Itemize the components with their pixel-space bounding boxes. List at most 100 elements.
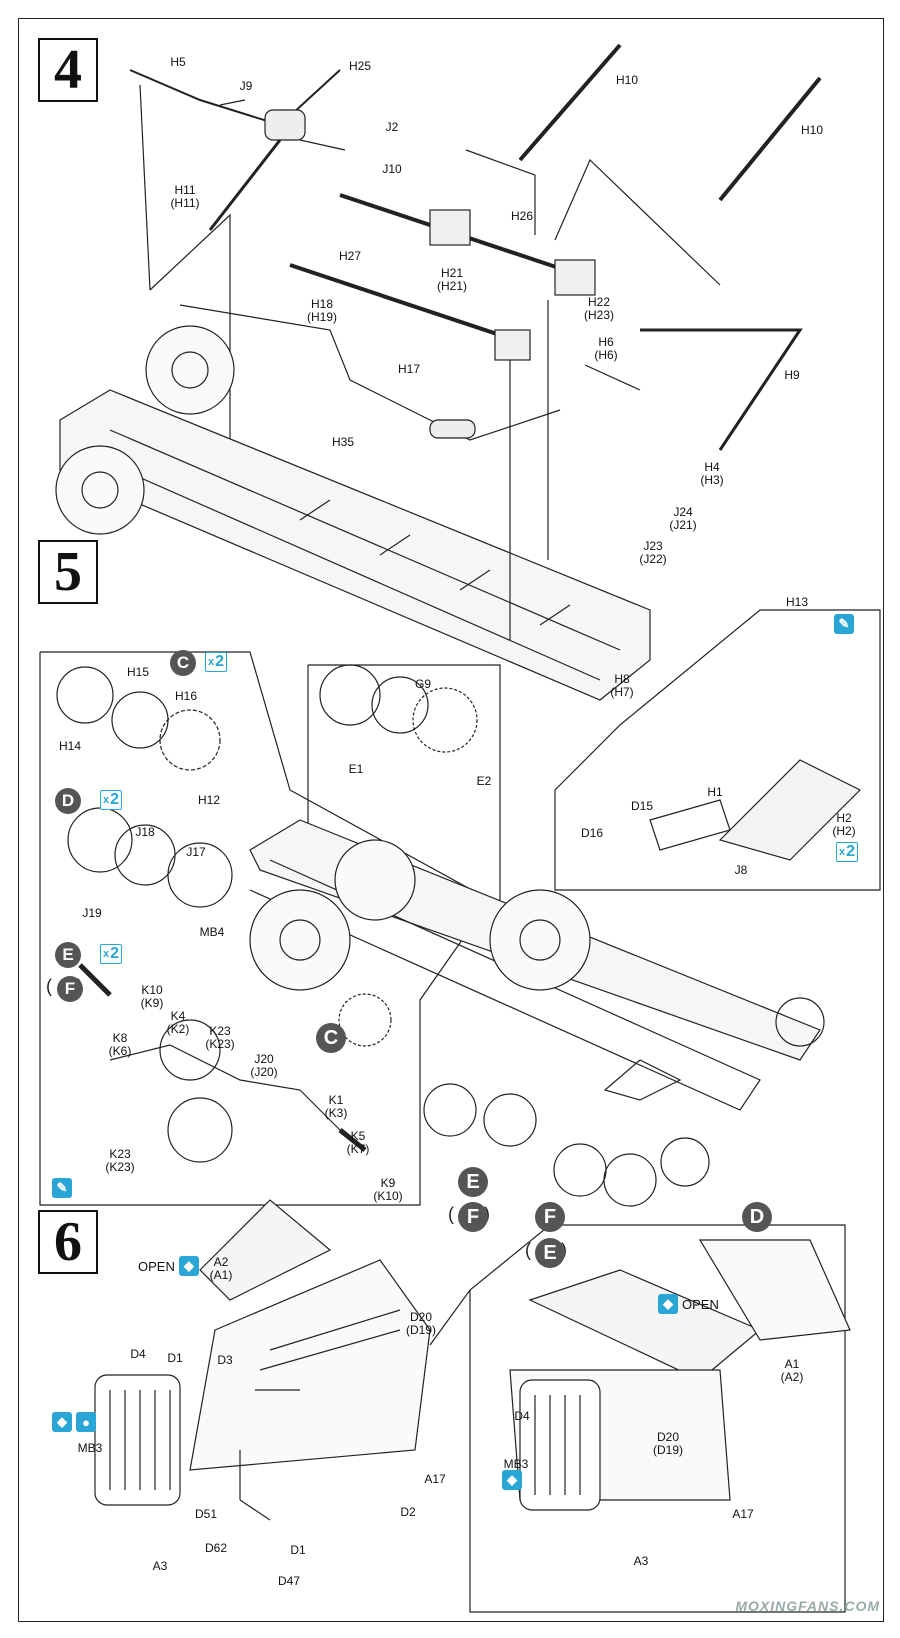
part-label: J9 — [239, 79, 253, 93]
part-label: H35 — [331, 435, 355, 449]
part-label: A17 — [424, 1472, 446, 1486]
marker-f-main: F — [458, 1202, 488, 1232]
part-label: H25 — [348, 59, 372, 73]
part-label: D1 — [290, 1543, 306, 1557]
marker-e-lower: E — [535, 1238, 565, 1268]
part-label: A1 — [784, 1357, 800, 1371]
part-label: H9 — [784, 368, 800, 382]
part-label: (D19) — [405, 1323, 437, 1337]
marker-d: D — [55, 788, 81, 814]
part-label: D47 — [277, 1574, 301, 1588]
part-label: (H7) — [610, 685, 634, 699]
step-number-6: 6 — [38, 1210, 98, 1274]
part-label: H2 — [836, 811, 852, 825]
part-label: J18 — [135, 825, 155, 839]
part-label: H26 — [510, 209, 534, 223]
part-label: J24 — [673, 505, 693, 519]
part-label: (J21) — [669, 518, 697, 532]
step-number-4: 4 — [38, 38, 98, 102]
glue-drop-icon: ● — [76, 1412, 96, 1432]
part-label: (H2) — [832, 824, 856, 838]
part-label: (D19) — [652, 1443, 684, 1457]
part-label: H18 — [310, 297, 334, 311]
part-label: D20 — [656, 1430, 680, 1444]
part-label: (H6) — [594, 348, 618, 362]
part-label: J8 — [734, 863, 748, 877]
part-label: K1 — [328, 1093, 344, 1107]
part-label: K10 — [141, 983, 163, 997]
part-label: J17 — [186, 845, 206, 859]
marker-c-main: C — [316, 1023, 346, 1053]
part-label: (H11) — [170, 196, 200, 210]
open-note-right: ◆ OPEN — [658, 1294, 719, 1314]
part-label: (K3) — [324, 1106, 348, 1120]
part-label: H6 — [598, 335, 614, 349]
part-label: H14 — [58, 739, 82, 753]
part-label: E1 — [348, 762, 364, 776]
part-label: H13 — [785, 595, 809, 609]
part-label: A3 — [152, 1559, 168, 1573]
marker-f-lower: F — [535, 1202, 565, 1232]
part-label: MB4 — [199, 925, 225, 939]
part-label: H16 — [174, 689, 198, 703]
part-label: D62 — [204, 1541, 228, 1555]
paint-brush-icon: ✎ — [52, 1178, 72, 1198]
part-label: H12 — [197, 793, 221, 807]
marker-e: E — [55, 942, 81, 968]
part-label: H15 — [126, 665, 150, 679]
part-label: D3 — [217, 1353, 233, 1367]
part-label: H11 — [174, 183, 196, 197]
part-label: H10 — [615, 73, 639, 87]
part-label: H27 — [338, 249, 362, 263]
part-label: D15 — [630, 799, 654, 813]
part-label: (K7) — [346, 1142, 370, 1156]
part-label: H22 — [587, 295, 611, 309]
part-label: H5 — [170, 55, 186, 69]
part-label: (H3) — [700, 473, 724, 487]
part-label: (K23) — [105, 1160, 135, 1174]
marker-d-main: D — [742, 1202, 772, 1232]
open-note-left: OPEN ◆ — [138, 1256, 199, 1276]
part-label: J2 — [385, 120, 399, 134]
marker-c: C — [170, 650, 196, 676]
part-label: (K23) — [205, 1037, 235, 1051]
part-label: (H21) — [436, 279, 468, 293]
part-label: (H19) — [306, 310, 338, 324]
open-icon: ◆ — [658, 1294, 678, 1314]
part-label: H8 — [614, 672, 630, 686]
part-label: D20 — [409, 1310, 433, 1324]
paint-brush-icon: ✎ — [834, 614, 854, 634]
part-label: H17 — [397, 362, 421, 376]
part-label: (K10) — [373, 1189, 403, 1203]
watermark: MOXINGFANS.COM — [735, 1598, 880, 1614]
instruction-page-frame — [18, 18, 884, 1622]
part-label: D4 — [514, 1409, 530, 1423]
part-label: H1 — [707, 785, 723, 799]
part-label: E2 — [476, 774, 492, 788]
part-label: J20 — [254, 1052, 274, 1066]
part-label: A2 — [213, 1255, 229, 1269]
open-icon: ◆ — [502, 1470, 522, 1490]
part-label: D2 — [400, 1505, 416, 1519]
part-label: K8 — [112, 1031, 128, 1045]
part-label: (H23) — [583, 308, 615, 322]
part-label: D1 — [167, 1351, 183, 1365]
part-label: J10 — [382, 162, 402, 176]
part-label: (K2) — [166, 1022, 190, 1036]
part-label: MB3 — [503, 1457, 529, 1471]
part-label: A17 — [732, 1507, 754, 1521]
part-label: J19 — [82, 906, 102, 920]
step-number-5: 5 — [38, 540, 98, 604]
part-label: (J22) — [639, 552, 667, 566]
part-label: (A2) — [780, 1370, 804, 1384]
part-label: D16 — [580, 826, 604, 840]
part-label: (A1) — [209, 1268, 233, 1282]
part-label: A3 — [633, 1554, 649, 1568]
part-label: H10 — [800, 123, 824, 137]
open-icon: ◆ — [52, 1412, 72, 1432]
